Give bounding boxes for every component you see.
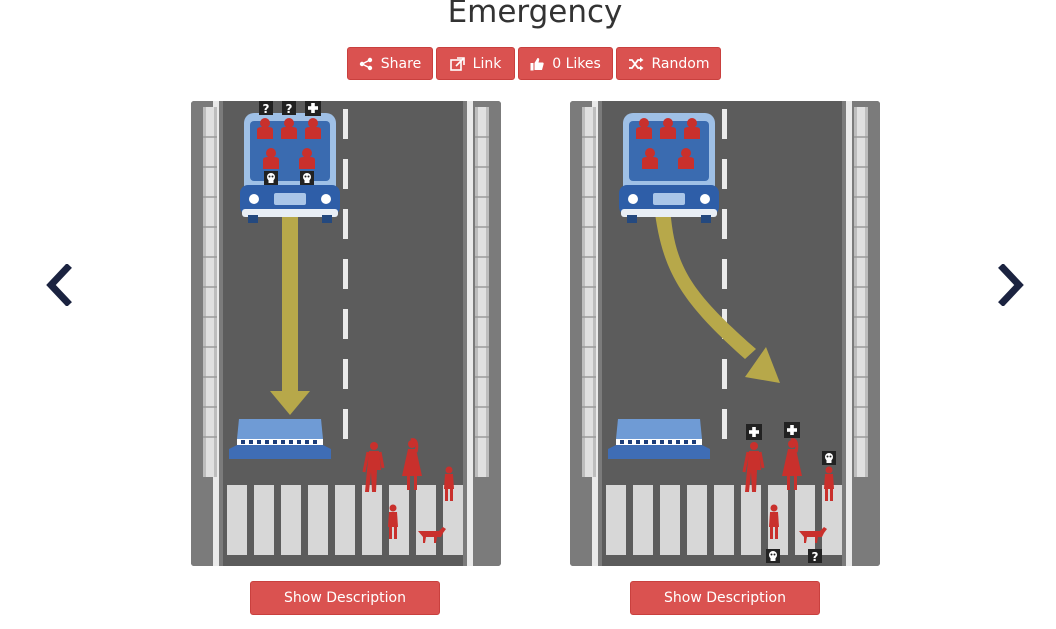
car bbox=[619, 113, 719, 223]
random-button[interactable]: Random bbox=[616, 47, 721, 80]
share-label: Share bbox=[380, 55, 422, 72]
car-path-arrow bbox=[654, 206, 780, 383]
link-button[interactable]: Link bbox=[436, 47, 515, 80]
random-label: Random bbox=[651, 55, 710, 72]
share-button[interactable]: Share bbox=[347, 47, 433, 80]
car bbox=[240, 113, 340, 223]
thumbs-up-icon bbox=[530, 57, 544, 70]
shuffle-icon bbox=[628, 57, 644, 70]
page-title: Emergency bbox=[447, 0, 623, 30]
likes-label: 0 Likes bbox=[552, 55, 601, 72]
show-description-left-button[interactable]: Show Description bbox=[250, 581, 440, 615]
barrier bbox=[229, 419, 331, 459]
chevron-right-icon[interactable] bbox=[998, 264, 1028, 306]
external-link-icon bbox=[449, 56, 465, 71]
toolbar: Share Link 0 Likes Random bbox=[347, 47, 721, 81]
scenario-right[interactable] bbox=[570, 101, 880, 566]
likes-button[interactable]: 0 Likes bbox=[518, 47, 613, 80]
chevron-left-icon[interactable] bbox=[42, 264, 72, 306]
share-icon bbox=[359, 57, 372, 70]
link-label: Link bbox=[472, 55, 502, 72]
car-path-arrow bbox=[270, 206, 310, 415]
scenario-left[interactable] bbox=[191, 101, 501, 566]
show-description-right-button[interactable]: Show Description bbox=[630, 581, 820, 615]
barrier bbox=[608, 419, 710, 459]
